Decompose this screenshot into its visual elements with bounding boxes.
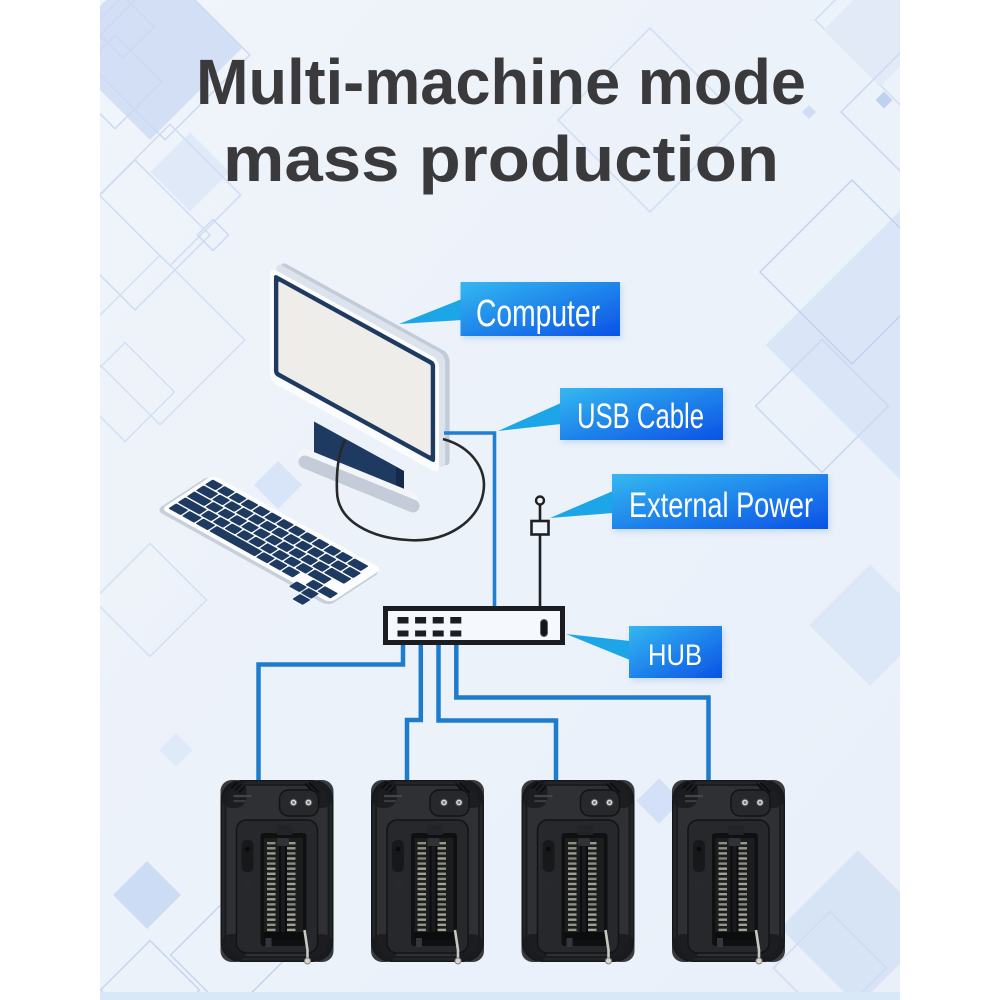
svg-text:mass production: mass production — [223, 123, 779, 195]
svg-text:External Power: External Power — [629, 486, 813, 525]
svg-text:USB Cable: USB Cable — [577, 397, 704, 436]
svg-text:Computer: Computer — [476, 293, 600, 335]
svg-text:HUB: HUB — [648, 639, 702, 672]
svg-text:Multi-machine mode: Multi-machine mode — [196, 46, 806, 118]
